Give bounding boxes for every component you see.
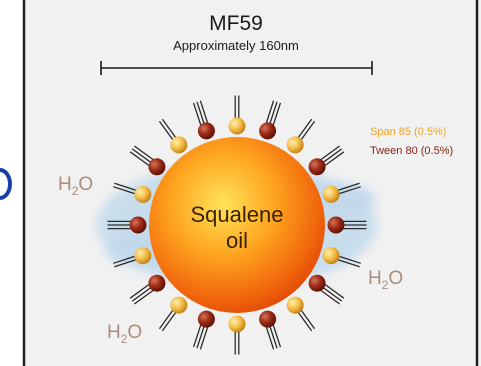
span-85-molecule	[322, 182, 361, 203]
span-85-molecule	[113, 182, 152, 203]
hydrophilic-head	[259, 310, 277, 328]
hydrophobic-tail	[271, 102, 282, 128]
hydrophobic-tail	[296, 309, 313, 332]
water-label-right: H2O	[368, 268, 403, 292]
hydrophobic-tail	[318, 145, 341, 162]
hydrophobic-tail	[322, 282, 345, 299]
span-85-molecule	[286, 296, 316, 332]
hydrophobic-tail	[268, 323, 278, 349]
hydrophilic-head	[308, 274, 326, 292]
hydrophobic-tail	[114, 182, 139, 192]
hydrophobic-tail	[322, 151, 345, 168]
hydrophobic-tail	[268, 101, 278, 127]
hydrophobic-tail	[161, 309, 178, 332]
hydrophobic-tail	[113, 254, 138, 264]
hydrophilic-head	[148, 158, 166, 176]
hydrophobic-tail	[129, 151, 152, 168]
hydrophobic-tail	[271, 322, 282, 348]
surfactant-layer	[107, 95, 367, 355]
tween-80-molecule	[107, 216, 147, 234]
hydrophobic-tail	[192, 102, 203, 128]
hydrophilic-head	[327, 216, 345, 234]
hydrophilic-head	[259, 122, 277, 140]
hydrophilic-head	[134, 185, 152, 203]
span-85-molecule	[286, 118, 316, 154]
hydrophobic-tail	[129, 282, 152, 299]
hydrophobic-tail	[335, 182, 360, 192]
hydrophobic-tail	[131, 285, 154, 302]
hydrophilic-head	[134, 247, 152, 265]
span-85-molecule	[158, 118, 188, 154]
hydrophobic-tail	[114, 258, 139, 268]
hydrophilic-head	[197, 122, 215, 140]
hydrophobic-tail	[131, 148, 154, 165]
squalene-oil-droplet	[149, 137, 325, 313]
tween-80-molecule	[129, 145, 166, 176]
water-label-left: H2O	[58, 174, 93, 198]
hydrophobic-tail	[320, 285, 343, 302]
tween-80-molecule	[192, 310, 215, 350]
hydrophobic-tail	[336, 254, 361, 264]
span-85-molecule	[322, 247, 361, 268]
hydrophobic-tail	[265, 100, 275, 126]
hydrophobic-tail	[336, 186, 361, 196]
core-label-line2: oil	[226, 228, 248, 253]
core-label-line1: Squalene	[191, 202, 284, 227]
hydrophobic-tail	[192, 322, 203, 348]
hydrophilic-head	[286, 136, 304, 154]
hydrophilic-head	[286, 296, 304, 314]
hydrophilic-head	[322, 185, 340, 203]
hydrophilic-head	[228, 117, 246, 135]
span-85-molecule	[113, 247, 152, 268]
span-85-molecule	[228, 95, 246, 135]
tween-80-molecule	[259, 100, 282, 140]
hydrophobic-tail	[133, 288, 156, 305]
hydrophobic-tail	[196, 101, 206, 127]
hydrophilic-head	[308, 158, 326, 176]
size-bracket	[100, 61, 373, 75]
hydrophobic-tail	[320, 148, 343, 165]
hydrophobic-tail	[296, 118, 313, 141]
diagram-title: MF59	[209, 12, 263, 35]
hydrophilic-head	[322, 247, 340, 265]
hydrophobic-tail	[158, 120, 175, 143]
hydrophobic-tail	[199, 100, 209, 126]
tween-80-molecule	[259, 310, 282, 350]
hydrophilic-head	[228, 315, 246, 333]
hydrophobic-tail	[265, 324, 275, 350]
hydrophobic-tail	[335, 258, 360, 268]
hydrophobic-tail	[299, 120, 316, 143]
span-85-molecule	[228, 315, 246, 355]
hydrophobic-tail	[161, 118, 178, 141]
hydrophobic-tail	[133, 145, 156, 162]
tween-80-molecule	[308, 274, 345, 305]
legend-tween-80: Tween 80 (0.5%)	[370, 145, 453, 157]
hydrophilic-head	[170, 296, 188, 314]
legend-span-85: Span 85 (0.5%)	[370, 126, 446, 138]
tween-80-molecule	[327, 216, 367, 234]
hydrophilic-head	[170, 136, 188, 154]
water-label-bottom: H2O	[107, 322, 142, 346]
hydrophobic-tail	[318, 288, 341, 305]
hydrophobic-tail	[113, 186, 138, 196]
hydrophobic-tail	[199, 324, 209, 350]
hydrophilic-head	[129, 216, 147, 234]
hydrophobic-tail	[299, 307, 316, 330]
size-label: Approximately 160nm	[173, 38, 299, 53]
hydrophobic-tail	[196, 323, 206, 349]
hydrophilic-head	[197, 310, 215, 328]
tween-80-molecule	[129, 274, 166, 305]
hydrophobic-tail	[158, 307, 175, 330]
tween-80-molecule	[308, 145, 345, 176]
edge-circle-fragment	[0, 168, 12, 200]
tween-80-molecule	[192, 100, 215, 140]
hydrophilic-head	[148, 274, 166, 292]
span-85-molecule	[158, 296, 188, 332]
